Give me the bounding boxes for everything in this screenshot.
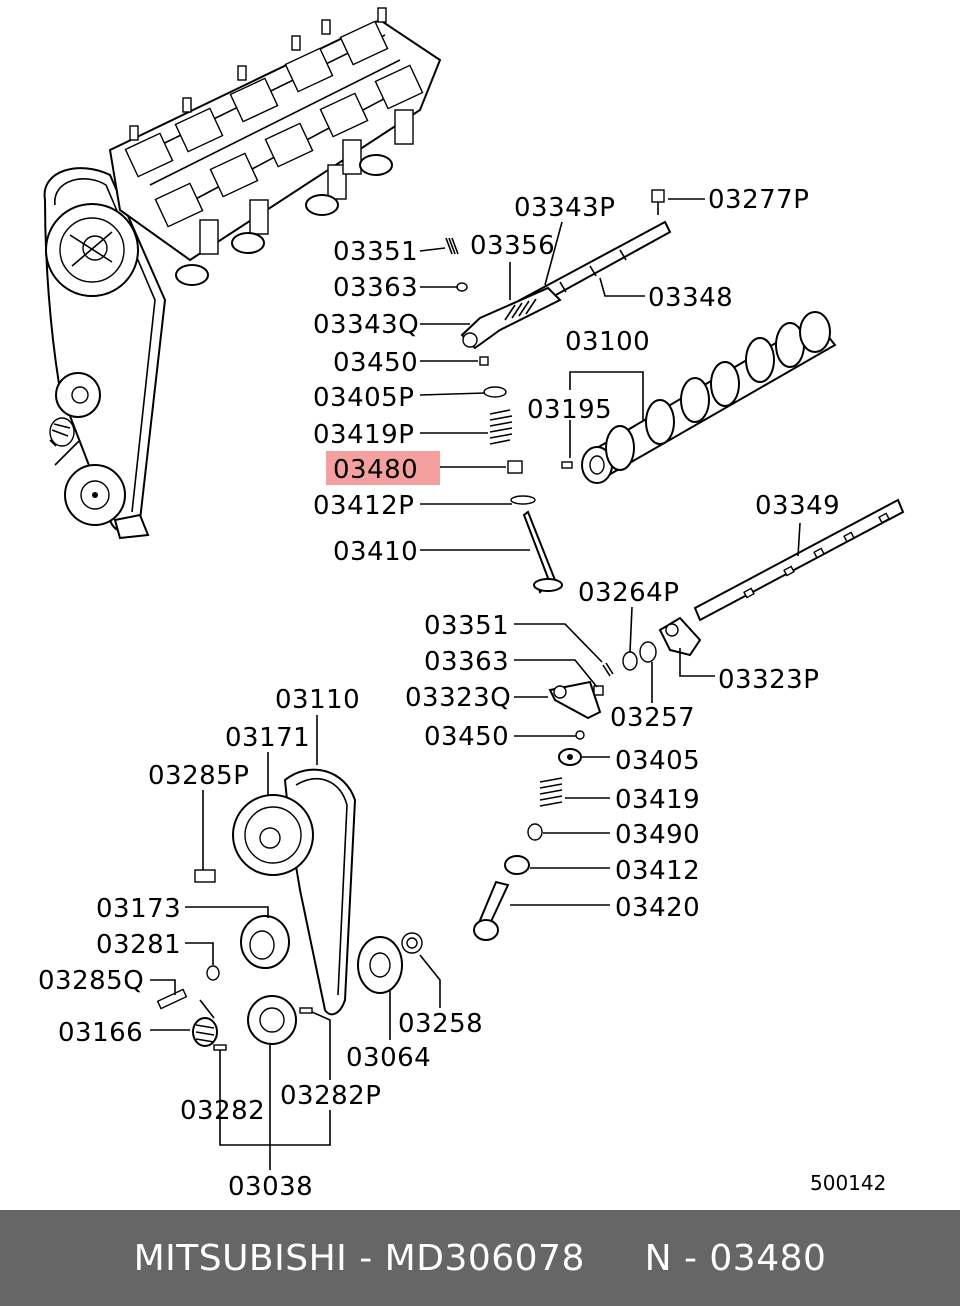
- label-03282[interactable]: 03282: [180, 1096, 265, 1126]
- label-03349[interactable]: 03349: [755, 491, 840, 521]
- label-03100[interactable]: 03100: [565, 327, 650, 357]
- label-03110[interactable]: 03110: [275, 685, 360, 715]
- label-03264P[interactable]: 03264P: [578, 578, 679, 608]
- label-03363-top[interactable]: 03363: [333, 273, 418, 303]
- camshaft-illustration: [561, 311, 837, 484]
- leader-lines: [150, 198, 801, 1170]
- label-03166[interactable]: 03166: [58, 1018, 143, 1048]
- label-03419P[interactable]: 03419P: [313, 420, 414, 450]
- label-03323P[interactable]: 03323P: [718, 665, 819, 695]
- label-03412[interactable]: 03412: [615, 856, 700, 886]
- label-03419[interactable]: 03419: [615, 785, 700, 815]
- label-03450-top[interactable]: 03450: [333, 348, 418, 378]
- diagram-id: 500142: [810, 1171, 886, 1195]
- label-03282P[interactable]: 03282P: [280, 1081, 381, 1111]
- label-03356[interactable]: 03356: [470, 231, 555, 261]
- label-03450-bottom[interactable]: 03450: [424, 722, 509, 752]
- footer-bar: MITSUBISHI - MD306078 N - 03480: [0, 1210, 960, 1306]
- part-labels: 03277P 03343P 03351 03356 03363 03348 03…: [38, 185, 886, 1202]
- label-03277P[interactable]: 03277P: [708, 185, 809, 215]
- label-03348[interactable]: 03348: [648, 283, 733, 313]
- label-03285P[interactable]: 03285P: [148, 761, 249, 791]
- highlight-box: [326, 451, 440, 485]
- cylinder-head-assembly-illustration: [43, 7, 442, 540]
- label-03258[interactable]: 03258: [398, 1009, 483, 1039]
- label-03343Q[interactable]: 03343Q: [313, 310, 419, 340]
- rocker-shaft-upper-illustration: [445, 189, 672, 366]
- label-03490[interactable]: 03490: [615, 820, 700, 850]
- valve-group-upper-illustration: [483, 386, 563, 594]
- label-03064[interactable]: 03064: [346, 1043, 431, 1073]
- label-03343P[interactable]: 03343P: [514, 193, 615, 223]
- label-03171[interactable]: 03171: [225, 723, 310, 753]
- label-03281[interactable]: 03281: [96, 930, 181, 960]
- footer-part-info: MITSUBISHI - MD306078 N - 03480: [133, 1237, 827, 1279]
- label-03351-top[interactable]: 03351: [333, 237, 418, 267]
- label-03195[interactable]: 03195: [527, 395, 612, 425]
- label-03410[interactable]: 03410: [333, 537, 418, 567]
- timing-belt-lower-illustration: [156, 768, 423, 1051]
- rocker-shaft-lower-illustration: [548, 498, 905, 720]
- exploded-parts-diagram: 03277P 03343P 03351 03356 03363 03348 03…: [38, 7, 905, 1202]
- label-03323Q[interactable]: 03323Q: [405, 683, 511, 713]
- label-03173[interactable]: 03173: [96, 894, 181, 924]
- label-03038[interactable]: 03038: [228, 1172, 313, 1202]
- label-03257[interactable]: 03257: [610, 703, 695, 733]
- label-03351-bottom[interactable]: 03351: [424, 611, 509, 641]
- label-03420[interactable]: 03420: [615, 893, 700, 923]
- label-03480[interactable]: 03480: [333, 455, 418, 485]
- label-03412P[interactable]: 03412P: [313, 491, 414, 521]
- label-03363-bottom[interactable]: 03363: [424, 647, 509, 677]
- label-03405P[interactable]: 03405P: [313, 383, 414, 413]
- valve-group-lower-illustration: [473, 730, 585, 941]
- label-03285Q[interactable]: 03285Q: [38, 966, 144, 996]
- label-03405[interactable]: 03405: [615, 746, 700, 776]
